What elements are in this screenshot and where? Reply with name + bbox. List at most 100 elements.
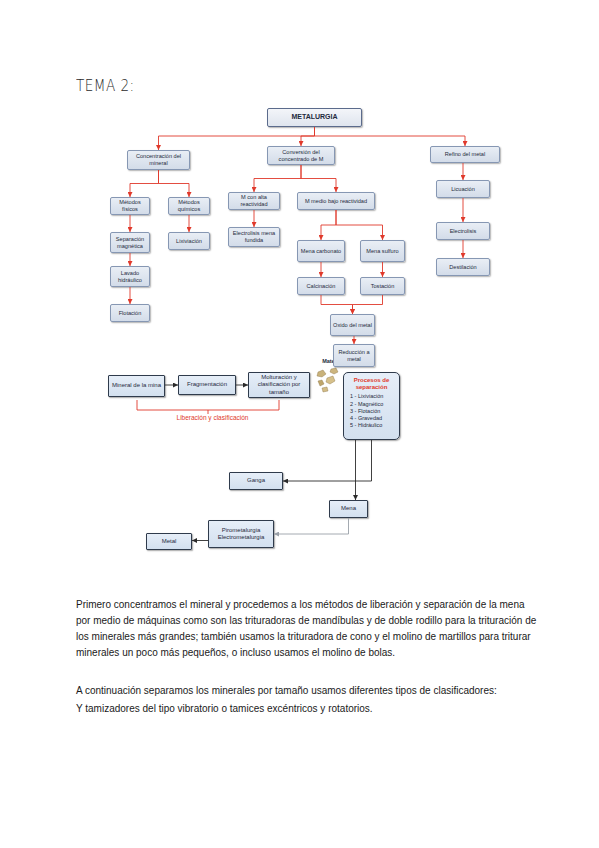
process-box: Licuación [436, 180, 490, 198]
connector-arrow [130, 287, 131, 304]
bracket-label: Liberación y clasificación [150, 414, 275, 421]
node-text: METALURGIA [291, 113, 337, 121]
process-box: Métodos químicos [168, 197, 210, 215]
node-text: Lavado hidráulico [111, 270, 149, 283]
connector-arrow [274, 518, 349, 534]
node-text: Mena [339, 505, 358, 512]
node-text: Conversión del concentrado de M [268, 149, 334, 162]
process-box: Lavado hidráulico [110, 266, 150, 287]
node-text: Flotación [118, 310, 143, 317]
process-box: Electrolisis [436, 222, 490, 240]
process-box: Calcinación [297, 277, 345, 295]
node-text: Reducción a metal [334, 349, 374, 362]
node-text: Separación magnética [111, 236, 149, 249]
node-text: Concentración del mineral [128, 153, 189, 166]
list-item: 1 - Lixiviación [347, 393, 383, 400]
connector-arrow [283, 440, 372, 481]
connector-arrow [130, 170, 159, 197]
node-text: Destilación [448, 264, 477, 271]
process-box: Metal [146, 533, 192, 550]
rock [330, 368, 338, 374]
process-box: Electrolisis mena fundida [228, 227, 280, 247]
node-text: Mineral de la mina [110, 382, 163, 389]
process-box: Mineral de la mina [108, 375, 165, 397]
connector-arrow [130, 253, 131, 266]
connector-arrow [254, 165, 301, 192]
connector-arrow [463, 198, 464, 222]
node-text: Mena carbonato [300, 248, 342, 255]
process-box: Refino del metal [430, 146, 500, 163]
node-text: Procesos de separación [347, 377, 396, 391]
process-box: Ganga [229, 472, 283, 490]
connector-arrow [192, 540, 208, 541]
list-item: 2 - Magnético [347, 401, 383, 408]
bracket-tick [208, 410, 209, 414]
connector-arrow [315, 127, 466, 146]
connector-arrow [382, 262, 383, 277]
connector-arrow [189, 215, 190, 232]
process-box: Reducción a metal [333, 344, 375, 367]
node-text: Métodos químicos [169, 199, 209, 212]
node-text: Lixiviación [175, 238, 203, 245]
bracket-line [137, 400, 279, 410]
process-box: Destilación [436, 258, 490, 276]
connector-arrow [354, 336, 355, 344]
node-text: Mena sulfuro [365, 248, 399, 255]
process-box: Mena [329, 500, 368, 518]
process-box: Conversión del concentrado de M [267, 146, 335, 165]
node-text: Refino del metal [444, 151, 486, 158]
node-text: Oxido del metal [332, 322, 373, 329]
list-item: 3 - Flotación [347, 408, 380, 415]
node-text: Calcinación [306, 283, 337, 290]
connector-arrow [336, 210, 383, 240]
connector-arrow [321, 262, 322, 277]
process-box: Tostación [360, 277, 405, 295]
node-text: M con alta reactividad [229, 194, 279, 207]
process-box: M medio bajo reactividad [297, 192, 375, 210]
connector-arrow [463, 163, 464, 180]
node-text: Molturación y clasificación por tamaño [249, 374, 309, 396]
process-box: Separación magnética [110, 232, 150, 253]
list-item: 4 - Gravedad [347, 415, 382, 422]
body-paragraph: Primero concentramos el mineral y proced… [76, 597, 538, 661]
rock-illustration [317, 368, 338, 392]
process-box: Mena carbonato [297, 240, 345, 262]
connector-arrow [463, 240, 464, 258]
connector-arrow [130, 215, 131, 232]
connector-arrow [353, 295, 383, 314]
process-box: Lixiviación [168, 232, 210, 250]
node-text: Metal [160, 538, 179, 545]
node-text: Fragmentación [185, 381, 229, 388]
list-box: Procesos de separación 1 - Lixiviación2 -… [343, 372, 400, 440]
connector-arrow [254, 210, 255, 227]
node-text: Electrolisis mena fundida [229, 230, 279, 243]
process-box: Fragmentación [178, 375, 236, 395]
root-box: METALURGIA [267, 108, 362, 127]
node-text: Electrolisis [449, 228, 478, 235]
node-text: M medio bajo reactividad [304, 198, 368, 205]
connector-arrow [236, 385, 248, 386]
connector-arrow [301, 127, 315, 146]
connector-arrow [165, 385, 178, 386]
node-text: Métodos físicos [111, 199, 149, 212]
process-box: Métodos físicos [110, 197, 150, 215]
process-box: Pirometalurgia Electrometalurgia [208, 520, 274, 548]
process-box: Oxido del metal [330, 314, 375, 336]
connector-arrow [321, 295, 353, 314]
connector-arrow [159, 170, 190, 197]
rock [322, 387, 328, 392]
connector-arrow [355, 440, 356, 500]
rock [318, 380, 324, 386]
node-text: Licuación [450, 186, 476, 193]
connector-arrow [321, 210, 336, 240]
rock [317, 370, 326, 377]
node-text: Pirometalurgia Electrometalurgia [209, 527, 273, 541]
rock [326, 376, 335, 384]
page-title: TEMA 2: [76, 76, 134, 95]
body-paragraph: A continuación separamos los minerales p… [76, 683, 538, 699]
process-box: Mena sulfuro [360, 240, 405, 262]
process-box: Flotación [110, 304, 150, 322]
